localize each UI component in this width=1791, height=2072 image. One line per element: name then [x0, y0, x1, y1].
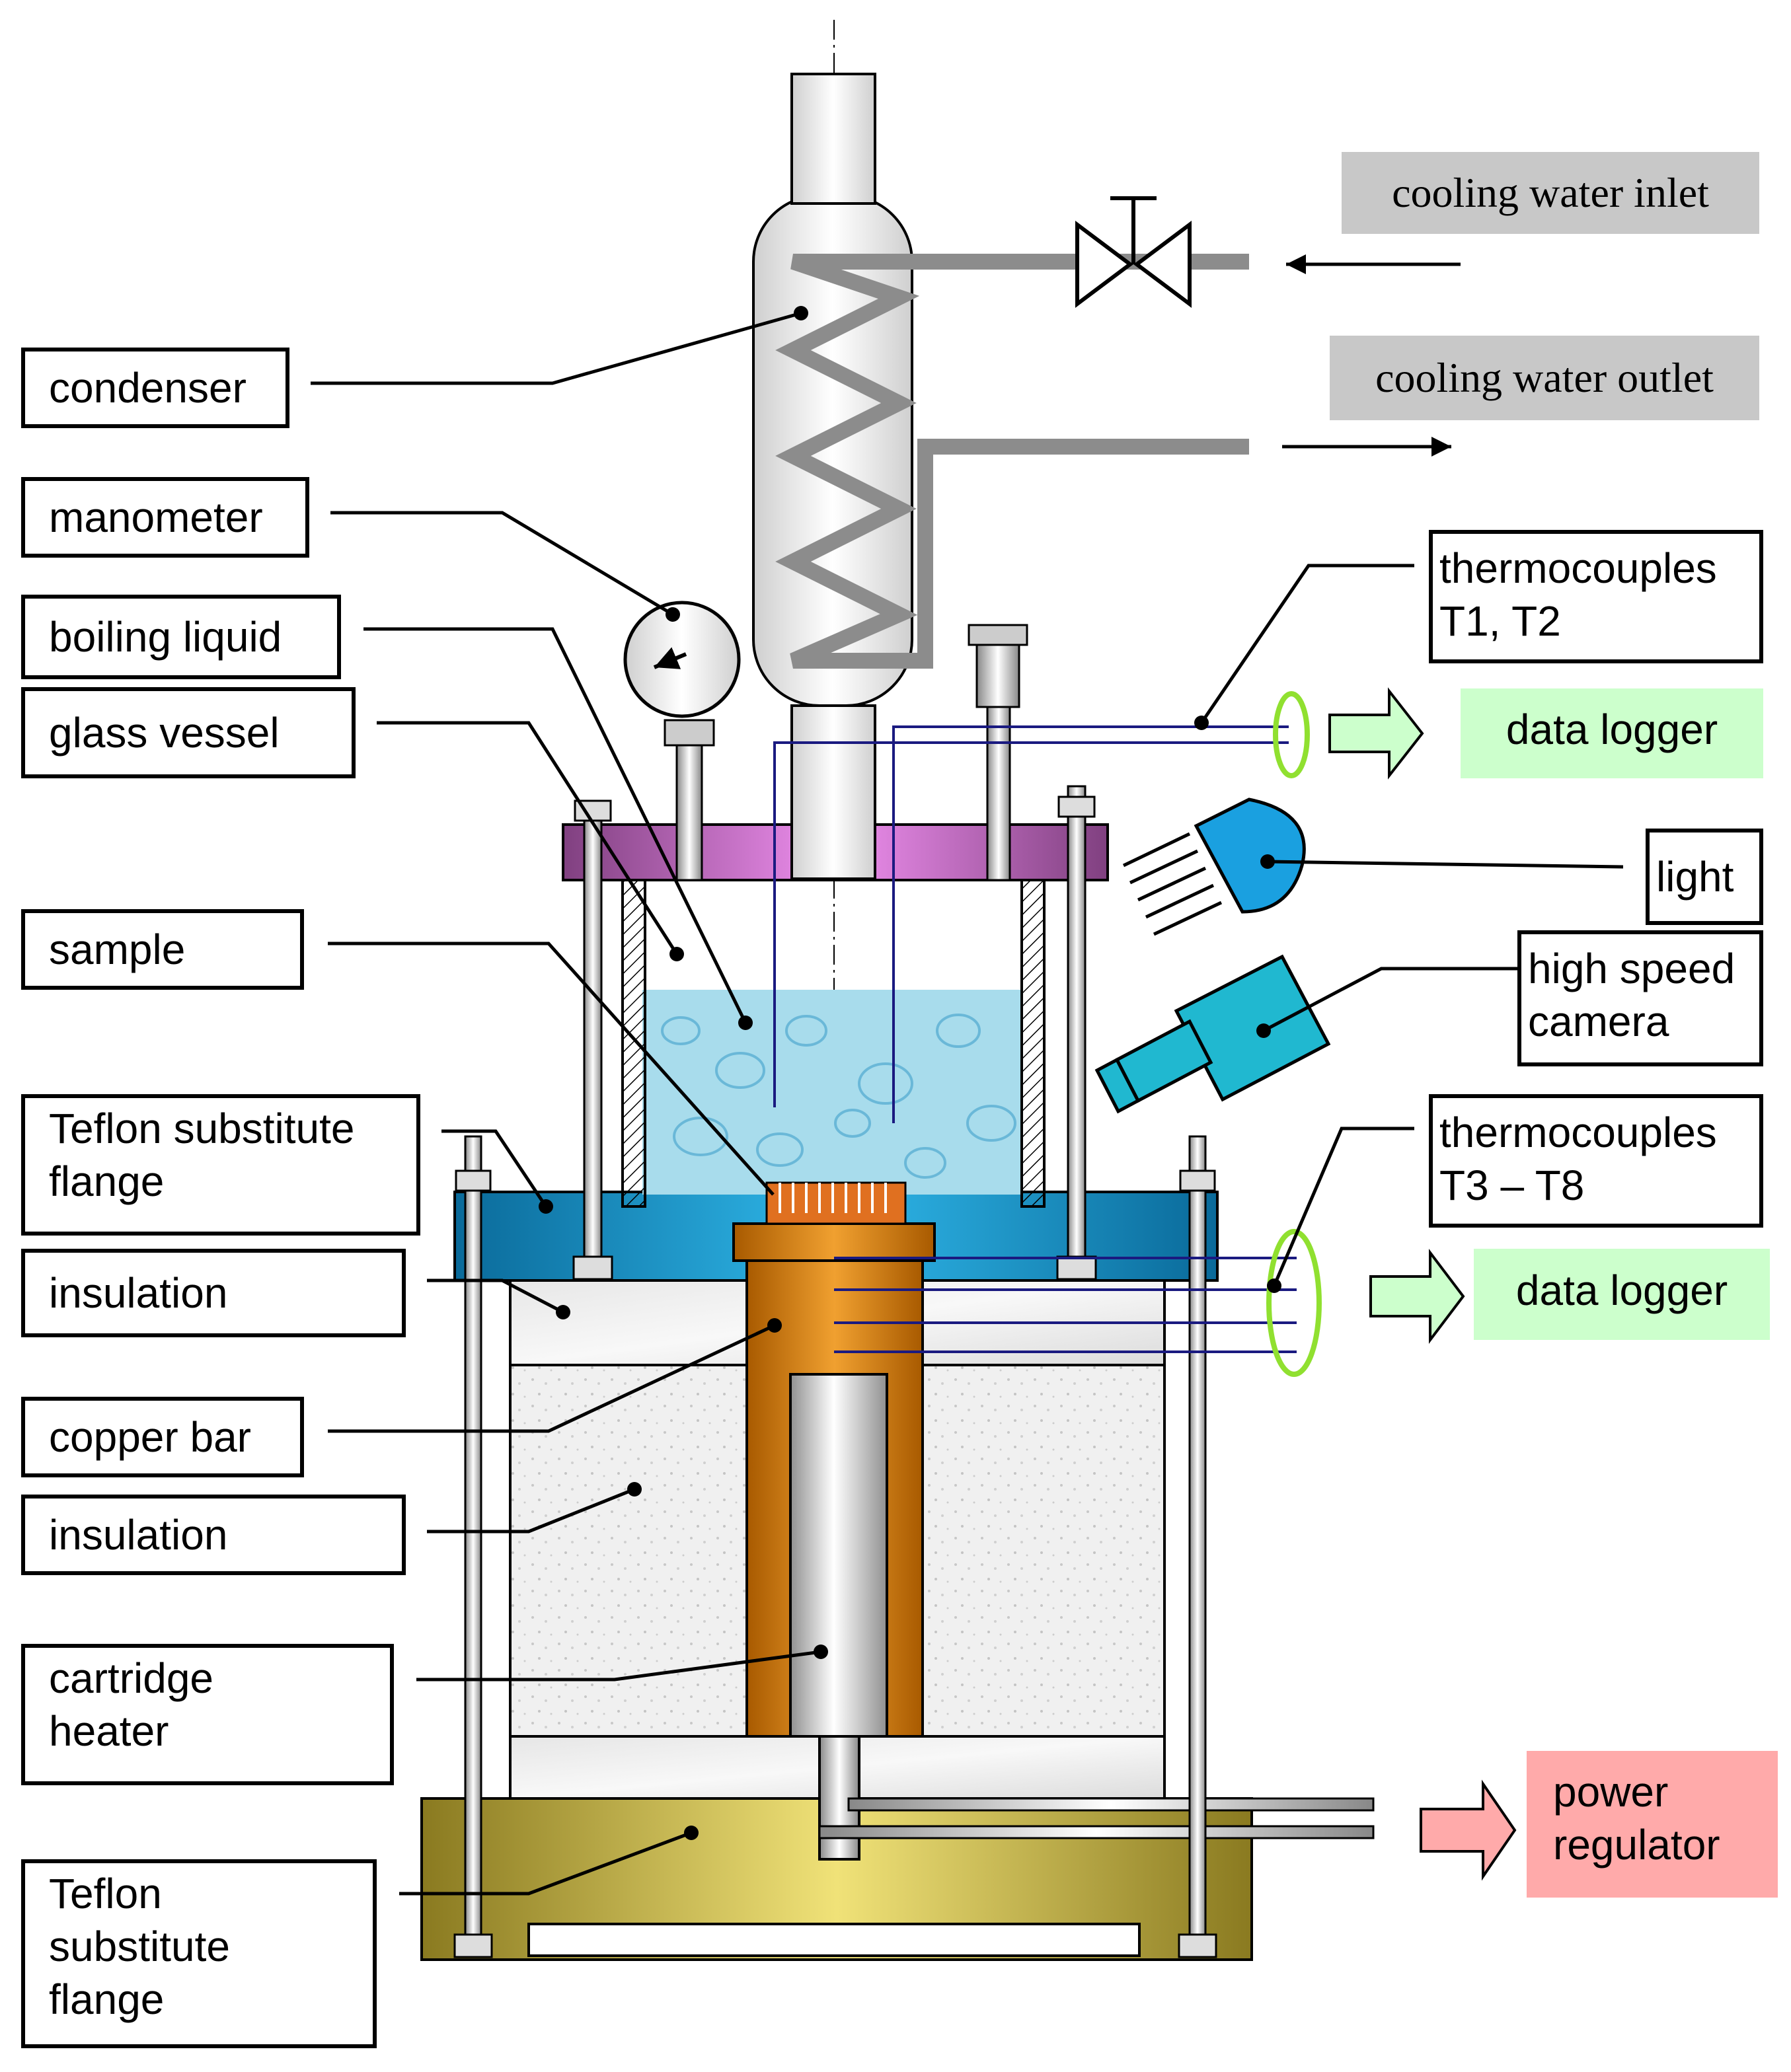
label-thermocouples-t1-t2: thermocouples T1, T2: [1429, 530, 1763, 663]
bubbles: [661, 1014, 1016, 1179]
manometer-gauge: [623, 601, 741, 881]
label-light: light: [1646, 829, 1763, 925]
thermocouple-wires-t3-t8: [834, 1257, 1297, 1353]
label-data-logger-1: data logger: [1461, 688, 1763, 778]
leader-lines: [311, 311, 1624, 1896]
copper-bar-collar: [732, 1222, 936, 1262]
label-insulation-bottom: insulation: [21, 1495, 406, 1575]
label-teflon-flange-bottom: Teflon substitute flange: [21, 1859, 377, 2048]
heater-wire-1: [847, 1797, 1375, 1812]
label-glass-vessel: glass vessel: [21, 687, 356, 778]
light-icon: [1122, 797, 1306, 936]
lower-tie-rods: [453, 1135, 1217, 1958]
heater-wire-2: [818, 1825, 1375, 1839]
label-condenser: condenser: [21, 348, 289, 428]
label-teflon-flange-top: Teflon substitute flange: [21, 1094, 420, 1236]
glass-vessel-left-wall: [621, 864, 646, 1208]
label-manometer: manometer: [21, 477, 309, 558]
upper-tie-rods: [572, 785, 1097, 1280]
label-cartridge-heater: cartridge heater: [21, 1644, 394, 1785]
wire-bundle-ring-1: [1273, 691, 1310, 778]
label-boiling-liquid: boiling liquid: [21, 595, 341, 679]
label-thermocouples-t3-t8: thermocouples T3 – T8: [1429, 1094, 1763, 1228]
label-data-logger-2: data logger: [1474, 1249, 1770, 1340]
label-copper-bar: copper bar: [21, 1397, 304, 1477]
label-cooling-water-inlet: cooling water inlet: [1342, 152, 1759, 234]
cartridge-heater-shape: [789, 1373, 888, 1738]
condenser-top-tube: [790, 73, 876, 205]
wire-bundle-ring-2: [1266, 1229, 1322, 1377]
label-sample: sample: [21, 909, 304, 990]
arrow-to-power-regulator: [1420, 1779, 1517, 1881]
camera-icon: [1094, 954, 1331, 1114]
condenser-coil: [775, 254, 1249, 669]
leader-dots: [539, 306, 1281, 1840]
label-insulation-top: insulation: [21, 1249, 406, 1337]
valve-icon: [1075, 196, 1192, 308]
boiling-liquid-area: [642, 990, 1023, 1195]
condenser-neck: [790, 704, 876, 880]
arrow-to-data-logger-1: [1328, 687, 1424, 780]
sample-fins: [765, 1181, 907, 1225]
label-cooling-water-outlet: cooling water outlet: [1330, 336, 1759, 420]
glass-vessel-right-wall: [1020, 864, 1046, 1208]
bottom-flange-slot: [527, 1923, 1141, 1957]
thermocouple-wires-t1-t2: [773, 725, 1289, 1123]
label-high-speed-camera: high speed camera: [1517, 930, 1763, 1066]
label-power-regulator: power regulator: [1527, 1751, 1778, 1898]
arrow-to-data-logger-2: [1369, 1249, 1465, 1344]
thermocouple-port: [968, 624, 1028, 881]
